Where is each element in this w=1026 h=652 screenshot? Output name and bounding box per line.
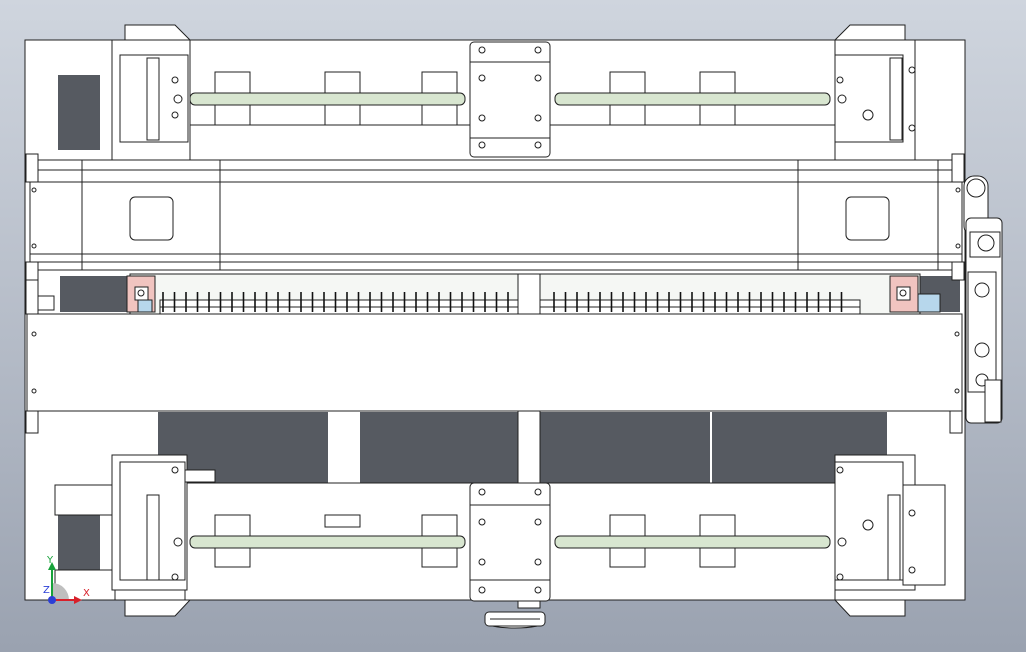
triad-x-label: X bbox=[83, 588, 90, 599]
comb-teeth bbox=[162, 292, 843, 312]
x-axis-arrowhead-icon bbox=[74, 596, 82, 604]
side-clips bbox=[25, 153, 965, 434]
top-carriage-plate bbox=[469, 41, 551, 158]
comb-bar-area bbox=[126, 273, 941, 315]
bottom-guide-rods bbox=[189, 535, 831, 549]
triad-z-label: Z bbox=[43, 585, 50, 596]
bottom-carriage-plate bbox=[469, 482, 551, 602]
top-guide-rods bbox=[189, 92, 831, 106]
orientation-triad[interactable] bbox=[48, 562, 82, 604]
z-axis-point-icon bbox=[48, 596, 56, 604]
triad-arc-icon bbox=[52, 583, 69, 600]
triad-y-label: Y bbox=[47, 555, 54, 566]
front-plate bbox=[26, 313, 963, 412]
gear-train bbox=[963, 175, 1003, 424]
upper-cross-beam bbox=[29, 159, 963, 271]
y-axis-arrowhead-icon bbox=[48, 562, 56, 570]
